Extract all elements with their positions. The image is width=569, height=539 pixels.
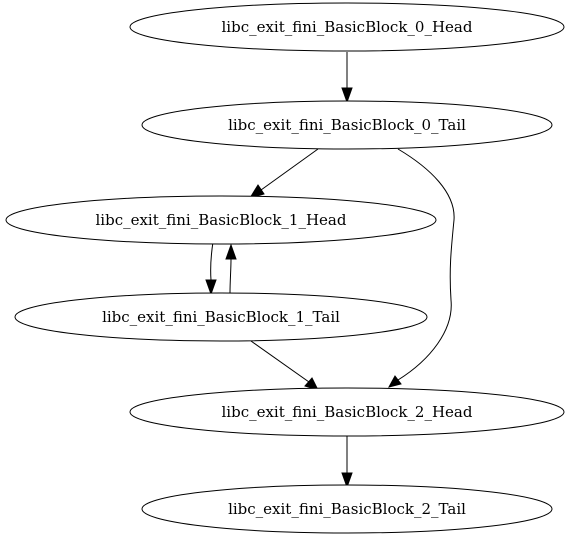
node-b2-head: libc_exit_fini_BasicBlock_2_Head bbox=[129, 387, 565, 437]
arrowhead bbox=[341, 472, 353, 489]
arrowhead bbox=[388, 375, 402, 388]
node-b1-tail: libc_exit_fini_BasicBlock_1_Tail bbox=[14, 292, 428, 342]
edge-b0-tail-to-b1-head bbox=[248, 148, 319, 199]
edge-b0-tail-to-b2-head bbox=[388, 148, 455, 388]
node-label: libc_exit_fini_BasicBlock_2_Tail bbox=[228, 500, 466, 518]
node-label: libc_exit_fini_BasicBlock_1_Head bbox=[96, 211, 347, 229]
node-label: libc_exit_fini_BasicBlock_0_Tail bbox=[228, 116, 466, 134]
node-b0-tail: libc_exit_fini_BasicBlock_0_Tail bbox=[141, 100, 553, 150]
node-ellipse bbox=[129, 2, 565, 52]
arrowhead bbox=[205, 279, 217, 296]
node-b0-head: libc_exit_fini_BasicBlock_0_Head bbox=[129, 2, 565, 52]
node-b1-head: libc_exit_fini_BasicBlock_1_Head bbox=[5, 195, 437, 245]
node-label: libc_exit_fini_BasicBlock_0_Head bbox=[222, 18, 473, 36]
edge-b1-tail-to-b1-head bbox=[225, 243, 237, 294]
node-label: libc_exit_fini_BasicBlock_1_Tail bbox=[102, 308, 340, 326]
node-ellipse bbox=[5, 195, 437, 245]
node-ellipse bbox=[141, 484, 553, 534]
edge-b2-head-to-b2-tail bbox=[341, 436, 353, 489]
edges bbox=[205, 52, 455, 489]
node-ellipse bbox=[14, 292, 428, 342]
edge-b1-tail-to-b2-head bbox=[250, 340, 319, 391]
edge-b1-head-to-b1-tail bbox=[205, 241, 217, 296]
nodes: libc_exit_fini_BasicBlock_0_Head libc_ex… bbox=[5, 2, 565, 534]
node-label: libc_exit_fini_BasicBlock_2_Head bbox=[222, 403, 473, 421]
arrowhead bbox=[225, 243, 237, 260]
node-b2-tail: libc_exit_fini_BasicBlock_2_Tail bbox=[141, 484, 553, 534]
node-ellipse bbox=[141, 100, 553, 150]
arrowhead bbox=[341, 87, 353, 104]
node-ellipse bbox=[129, 387, 565, 437]
edge-b0-head-to-b0-tail bbox=[341, 52, 353, 104]
